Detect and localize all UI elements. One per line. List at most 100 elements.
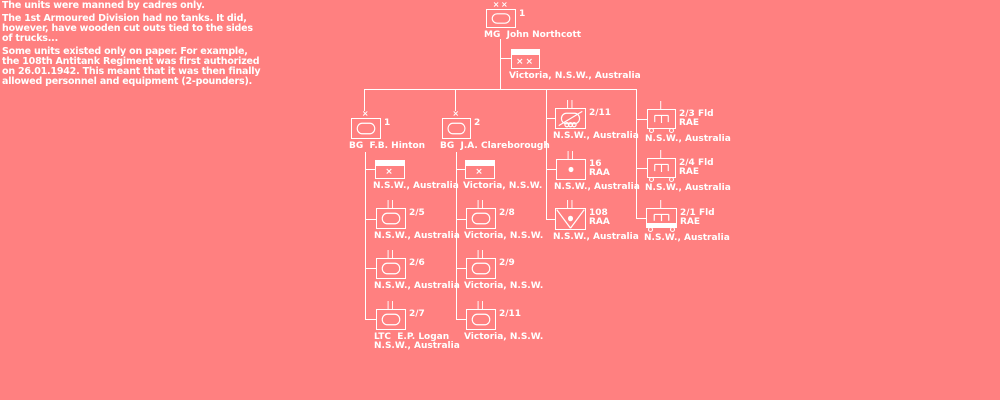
unit-designation: 2/3 Fld RAE [679, 109, 714, 128]
engineer-icon [653, 213, 670, 222]
unit-bde1-hq: × N.S.W., Australia [373, 160, 459, 191]
connector-line [500, 39, 501, 89]
size-indicator-battalion: || [476, 300, 486, 309]
hq-bar-icon [512, 50, 539, 55]
unit-designation: 2/4 Fld RAE [679, 158, 714, 177]
unit-brigade-2: × 2 BG J.A. Clareborough [440, 110, 550, 151]
armour-icon [491, 13, 511, 24]
connector-line [364, 89, 637, 90]
note-paragraph: Some units existed only on paper. For ex… [2, 46, 261, 87]
unit-2-4-fld-rae: | 2/4 Fld RAE N.S.W., Australia [645, 150, 731, 193]
size-indicator-company: | [659, 149, 664, 158]
connector-line [456, 152, 457, 320]
unit-caption: Victoria, N.S.W. [463, 181, 543, 191]
headquarters-symbol-box: ×× [511, 49, 540, 69]
unit-designation: 16 RAA [589, 159, 610, 178]
connector-line [546, 219, 555, 220]
unit-symbol-box [351, 118, 381, 139]
unit-symbol-box [442, 118, 471, 139]
unit-symbol-box [466, 309, 496, 330]
hq-bar-icon [466, 161, 494, 166]
wheel-icon [649, 128, 654, 133]
connector-line [365, 219, 376, 220]
unit-caption: N.S.W., Australia [554, 182, 640, 192]
unit-division: ×× 1 MG John Northcott [484, 1, 581, 40]
unit-designation: 2/7 [409, 309, 425, 319]
size-indicator-battalion: || [476, 199, 486, 208]
unit-brigade-1: × 1 BG F.B. Hinton [349, 110, 425, 151]
unit-2-8: || 2/8 Victoria, N.S.W. [464, 200, 543, 241]
unit-caption: N.S.W., Australia [645, 134, 731, 144]
unit-designation: 1 [519, 9, 526, 19]
unit-symbol-box [376, 208, 406, 229]
unit-2-9: || 2/9 Victoria, N.S.W. [464, 250, 543, 291]
unit-symbol-box [466, 208, 496, 229]
unit-designation: 2/11 [499, 309, 522, 319]
connector-line [365, 169, 375, 170]
connector-line [546, 169, 556, 170]
unit-caption: Victoria, N.S.W., Australia [509, 71, 641, 81]
unit-caption: BG J.A. Clareborough [440, 141, 550, 151]
hq-mark: × [385, 167, 395, 177]
connector-line [546, 89, 547, 220]
wheel-icon [648, 227, 653, 232]
wheel-icon [669, 177, 674, 182]
unit-caption: N.S.W., Australia [374, 281, 460, 291]
armour-icon [381, 212, 401, 225]
unit-caption: LTC E.P. Logan N.S.W., Australia [374, 332, 460, 351]
size-indicator-battalion: || [386, 300, 396, 309]
engineer-icon [654, 114, 669, 124]
bottom-bar-icon [647, 223, 676, 227]
headquarters-symbol-box: × [375, 160, 405, 179]
headquarters-symbol-box: × [465, 160, 495, 179]
size-indicator-company: | [659, 100, 664, 109]
armour-icon [471, 262, 491, 275]
armour-icon [381, 262, 401, 275]
unit-symbol-box [646, 208, 677, 232]
unit-caption: N.S.W., Australia [553, 232, 639, 242]
unit-designation: 108 RAA [589, 208, 610, 227]
note-paragraph: The units were manned by cadres only. [2, 0, 205, 11]
connector-line [456, 268, 466, 269]
wheel-icon [670, 227, 675, 232]
size-indicator-brigade: × [452, 109, 461, 118]
unit-2-3-fld-rae: | 2/3 Fld RAE N.S.W., Australia [645, 101, 731, 144]
unit-caption: Victoria, N.S.W. [464, 332, 544, 342]
size-indicator-battalion: || [386, 249, 396, 258]
unit-caption: N.S.W., Australia [645, 183, 731, 193]
unit-symbol-box [466, 258, 496, 279]
unit-symbol-box [555, 108, 586, 129]
size-indicator-battalion: || [566, 150, 576, 159]
size-indicator-division: ×× [492, 0, 510, 9]
antitank-artillery-icon [556, 209, 585, 229]
unit-designation: 2/1 Fld RAE [680, 208, 715, 227]
artillery-icon [568, 166, 574, 173]
unit-caption: N.S.W., Australia [553, 131, 639, 141]
unit-symbol-box [376, 309, 406, 330]
size-indicator-battalion: || [566, 199, 575, 208]
hq-mark: × [475, 167, 485, 177]
unit-designation: 2/5 [409, 208, 425, 218]
armour-icon [447, 122, 466, 135]
hq-mark: ×× [515, 56, 536, 67]
size-indicator-brigade: × [361, 109, 371, 118]
unit-caption: Victoria, N.S.W. [464, 281, 544, 291]
unit-designation: 2/8 [499, 208, 515, 218]
unit-designation: 2 [474, 118, 481, 128]
size-indicator-battalion: || [386, 199, 396, 208]
connector-line [636, 168, 647, 169]
armour-icon [381, 313, 401, 326]
unit-symbol-box [555, 208, 586, 230]
size-indicator-company: | [659, 199, 664, 208]
unit-2-6: || 2/6 N.S.W., Australia [374, 250, 460, 291]
unit-caption: MG John Northcott [484, 30, 582, 40]
unit-designation: 1 [384, 118, 391, 128]
connector-line [365, 152, 366, 320]
unit-designation: 2/11 [589, 108, 612, 118]
wheel-icon [649, 177, 654, 182]
unit-symbol-box [647, 109, 676, 133]
unit-108-raa: || 108 RAA N.S.W., Australia [553, 200, 639, 242]
unit-2-1-fld-rae: | 2/1 Fld RAE N.S.W., Australia [644, 200, 730, 243]
size-indicator-battalion: || [566, 99, 575, 108]
